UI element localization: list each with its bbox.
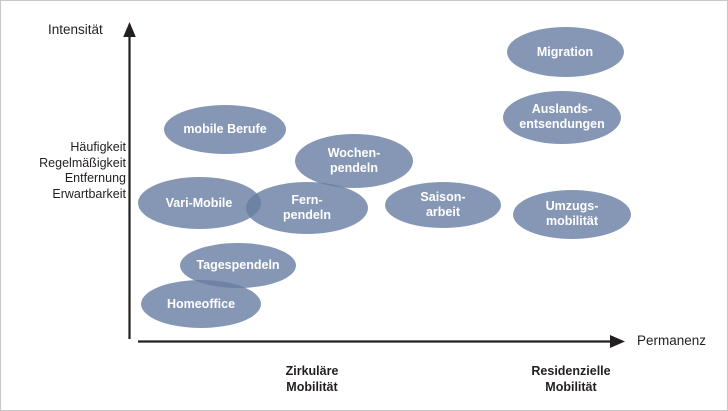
category-label-residenzielle-mobilitaet: Residenzielle Mobilität [501, 364, 641, 395]
bubble-label: Homeoffice [166, 296, 236, 311]
bubble-saisonarbeit[interactable]: Saison-arbeit [385, 182, 501, 228]
bubble-label: Fern-pendeln [283, 193, 331, 222]
y-axis-descriptor-regelmaessigkeit: Regelmäßigkeit [39, 155, 126, 170]
x-axis-title: Permanenz [637, 333, 707, 348]
bubble-umzugsmobilit-t[interactable]: Umzugs-mobilität [513, 189, 631, 239]
category-residenzielle-line2: Mobilität [545, 379, 597, 394]
bubble-migration[interactable]: Migration [506, 27, 624, 77]
bubble-label: Auslands-entsendungen [519, 102, 605, 131]
bubble-label: Saison-arbeit [420, 190, 466, 219]
bubble-label: Wochen-pendeln [327, 146, 381, 175]
bubble-label: Tagespendeln [196, 257, 280, 272]
bubble-auslandsentsendungen[interactable]: Auslands-entsendungen [503, 90, 621, 144]
category-zirkulaere-line1: Zirkuläre [285, 364, 339, 378]
bubble-label: mobile Berufe [183, 121, 267, 136]
y-axis-descriptor-list: Häufigkeit Regelmäßigkeit Entfernung Erw… [1, 140, 126, 202]
category-residenzielle-line1: Residenzielle [531, 364, 611, 378]
category-zirkulaere-line2: Mobilität [286, 379, 338, 394]
y-axis-descriptor-erwartbarkeit: Erwartbarkeit [52, 186, 126, 201]
bubble-label: Vari-Mobile [165, 195, 233, 210]
bubble-wochenpendeln[interactable]: Wochen-pendeln [295, 134, 413, 188]
bubble-label: Migration [536, 44, 594, 59]
bubble-vari-mobile[interactable]: Vari-Mobile [137, 177, 261, 229]
y-axis-descriptor-entfernung: Entfernung [64, 171, 126, 185]
y-axis-descriptor-haeufigkeit: Häufigkeit [70, 140, 126, 154]
bubble-homeoffice[interactable]: Homeoffice [141, 280, 261, 328]
bubble-label: Umzugs-mobilität [545, 199, 599, 228]
y-axis-title: Intensität [48, 22, 103, 37]
category-label-zirkulaere-mobilitaet: Zirkuläre Mobilität [247, 364, 377, 395]
bubble-mobile-berufe[interactable]: mobile Berufe [164, 104, 286, 154]
bubble-fernpendeln[interactable]: Fern-pendeln [246, 182, 368, 234]
x-axis [138, 335, 625, 348]
